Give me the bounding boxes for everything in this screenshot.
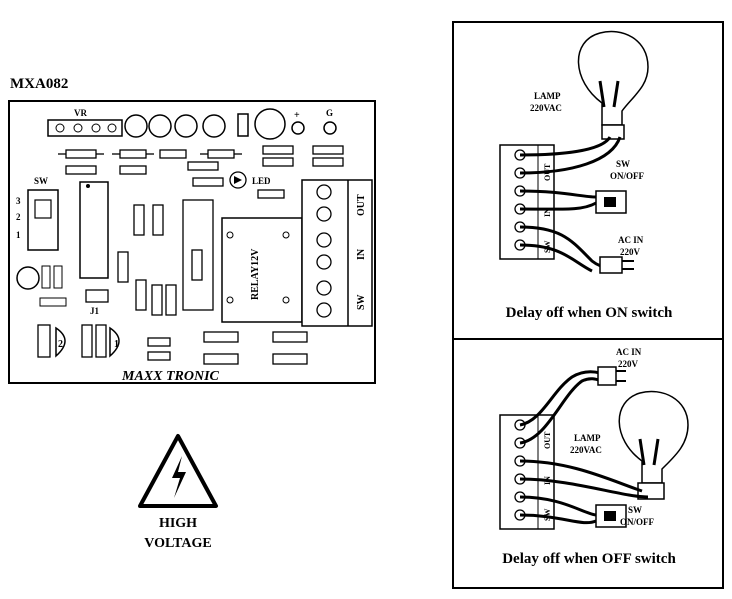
wiring-panels: LAMP 220VAC OUT IN SW SW ON/OFF AC IN 22… <box>452 21 724 589</box>
off-ac-label: AC IN <box>616 347 642 357</box>
panel-off-diagram: LAMP 220VAC OUT IN SW AC IN 220V SW ON/O… <box>499 347 689 530</box>
on-lamp-voltage: 220VAC <box>530 103 562 113</box>
off-ac-voltage: 220V <box>618 359 639 369</box>
sw-terminal-label: SW <box>356 294 367 310</box>
sw-pos-1: 1 <box>16 230 21 240</box>
relay-label: RELAY12V <box>250 248 261 300</box>
panel-on-diagram: LAMP 220VAC OUT IN SW SW ON/OFF AC IN 22… <box>499 30 649 274</box>
led-label: LED <box>252 176 271 186</box>
panel-on-caption: Delay off when ON switch <box>505 305 673 321</box>
panel-off-caption: Delay off when OFF switch <box>502 551 676 567</box>
on-lamp-label: LAMP <box>534 91 561 101</box>
on-ac-label: AC IN <box>618 235 644 245</box>
num-2-label: 2 <box>58 339 63 350</box>
off-lamp-voltage: 220VAC <box>570 445 602 455</box>
g-label: G <box>326 108 333 118</box>
off-out-label: OUT <box>543 431 552 449</box>
board-model-title: MXA082 <box>10 76 69 92</box>
in-terminal-label: IN <box>356 248 367 260</box>
sw-pos-3: 3 <box>16 196 21 206</box>
num-1-label: 1 <box>114 339 119 350</box>
sw-label: SW <box>34 176 48 186</box>
brand-logo: MAXX TRONIC <box>121 369 220 384</box>
hv-line-1: HIGH <box>158 516 198 531</box>
hv-line-2: VOLTAGE <box>144 536 212 551</box>
vr-label: VR <box>74 108 87 118</box>
out-terminal-label: OUT <box>356 194 367 216</box>
j1-label: J1 <box>90 306 100 316</box>
off-sw-label: SW <box>543 509 552 521</box>
pcb-board-diagram: VR + G LED SW 3 2 1 RELAY12V <box>8 100 376 384</box>
on-sw-state: ON/OFF <box>610 171 644 181</box>
on-in-label: IN <box>543 208 552 217</box>
on-sw-text: SW <box>616 159 630 169</box>
off-sw-state: ON/OFF <box>620 517 654 527</box>
off-lamp-label: LAMP <box>574 433 601 443</box>
plus-label: + <box>294 110 300 121</box>
high-voltage-icon <box>138 434 218 508</box>
off-sw-text: SW <box>628 505 642 515</box>
high-voltage-text: HIGH VOLTAGE <box>128 514 228 554</box>
sw-pos-2: 2 <box>16 212 21 222</box>
on-ac-voltage: 220V <box>620 247 641 257</box>
